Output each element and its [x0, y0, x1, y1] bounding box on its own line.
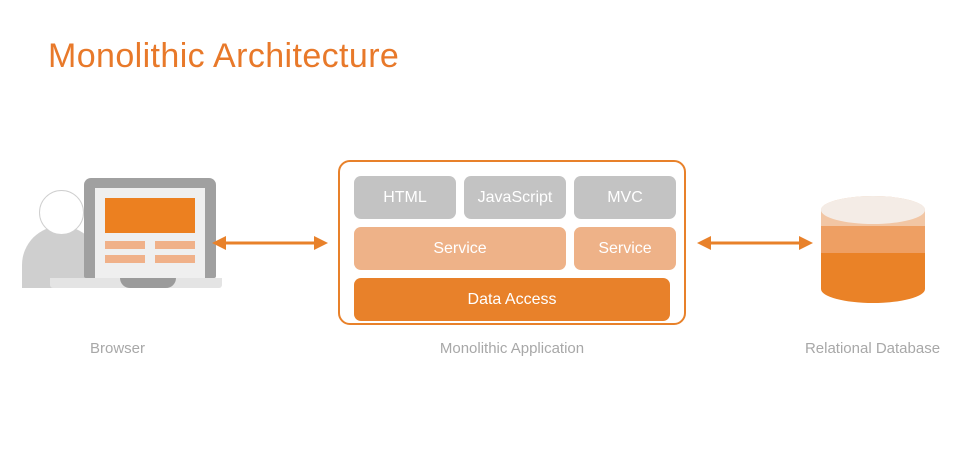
arrow-browser-to-application — [212, 232, 328, 259]
block-html[interactable]: HTML — [354, 176, 456, 219]
application-caption: Monolithic Application — [439, 340, 585, 357]
block-data-access[interactable]: Data Access — [354, 278, 670, 321]
screen-content-bar — [155, 241, 195, 249]
monolithic-application-container: HTML JavaScript MVC Service Service Data… — [338, 160, 686, 325]
block-mvc[interactable]: MVC — [574, 176, 676, 219]
bidirectional-arrow-icon — [212, 236, 328, 250]
bidirectional-arrow-icon — [697, 236, 813, 250]
screen-content-bar — [105, 241, 145, 249]
laptop-notch — [120, 278, 176, 288]
user-head-icon — [39, 190, 84, 235]
block-service-primary[interactable]: Service — [354, 227, 566, 270]
screen-content-bar — [105, 255, 145, 263]
arrow-application-to-database — [697, 232, 813, 259]
browser-caption: Browser — [89, 340, 145, 357]
data-access-layer-row: Data Access — [354, 278, 670, 321]
presentation-layer-row: HTML JavaScript MVC — [354, 176, 676, 219]
block-javascript[interactable]: JavaScript — [464, 176, 566, 219]
screen-banner — [105, 198, 195, 233]
block-service-secondary[interactable]: Service — [574, 227, 676, 270]
database-cylinder-icon — [821, 196, 925, 303]
page-title: Monolithic Architecture — [48, 37, 400, 75]
browser-node — [22, 178, 222, 304]
database-caption: Relational Database — [804, 340, 941, 357]
screen-content-bar — [155, 255, 195, 263]
service-layer-row: Service Service — [354, 227, 676, 270]
database-node — [820, 196, 926, 303]
